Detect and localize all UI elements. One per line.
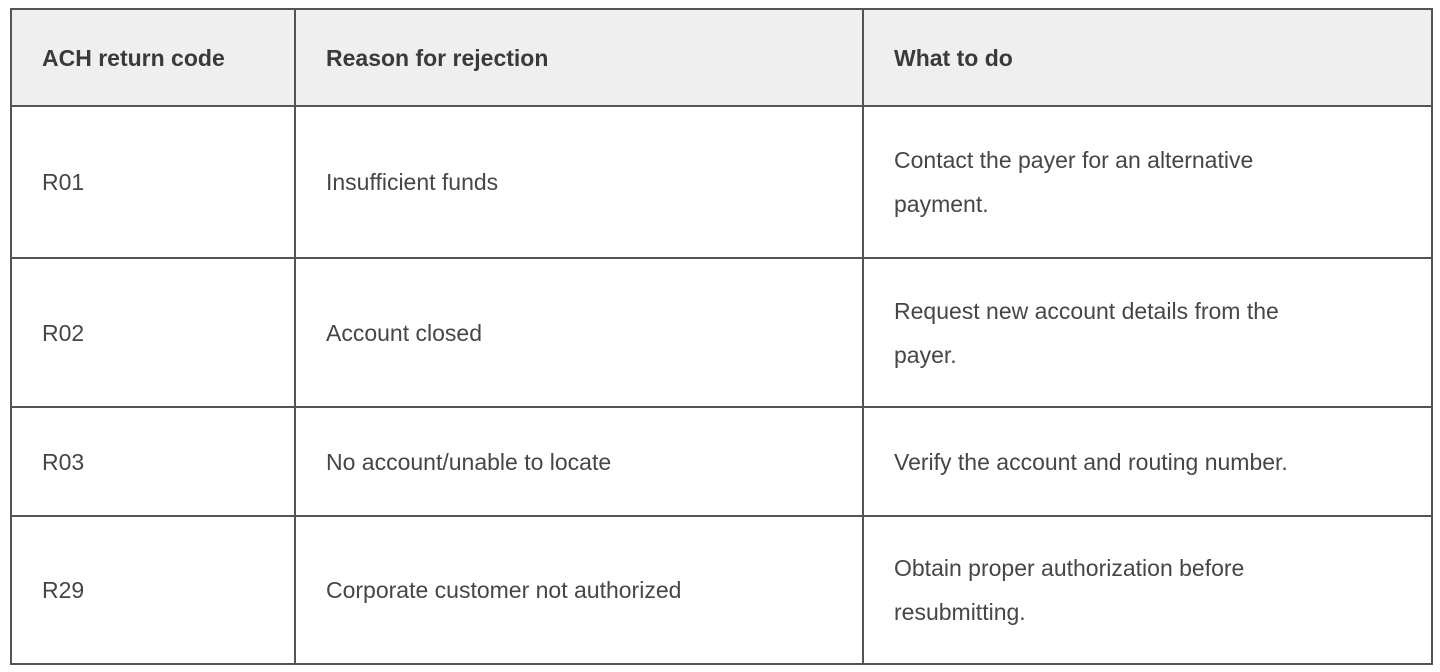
table-row: R02 Account closed Request new account d… [10,257,1433,408]
cell-action-text: Obtain proper authorization before resub… [894,555,1245,625]
cell-code: R03 [10,406,296,517]
cell-reason: Insufficient funds [294,105,864,259]
cell-action: Obtain proper authorization before resub… [862,515,1433,665]
ach-return-codes-table: ACH return code Reason for rejection Wha… [10,8,1433,665]
cell-action: Verify the account and routing number. [862,406,1433,517]
table-header-row: ACH return code Reason for rejection Wha… [10,8,1433,107]
cell-reason: No account/unable to locate [294,406,864,517]
cell-code: R02 [10,257,296,408]
table-row: R01 Insufficient funds Contact the payer… [10,105,1433,259]
cell-reason: Account closed [294,257,864,408]
cell-action: Contact the payer for an alternative pay… [862,105,1433,259]
table-row: R29 Corporate customer not authorized Ob… [10,515,1433,665]
cell-action-text: Verify the account and routing number. [894,448,1288,475]
column-header-return-code: ACH return code [10,8,296,107]
table-row: R03 No account/unable to locate Verify t… [10,406,1433,517]
cell-reason: Corporate customer not authorized [294,515,864,665]
column-header-reason: Reason for rejection [294,8,864,107]
cell-action-text: Contact the payer for an alternative pay… [894,147,1254,217]
cell-code: R01 [10,105,296,259]
cell-code: R29 [10,515,296,665]
cell-action-text: Request new account details from the pay… [894,297,1279,368]
cell-action: Request new account details from the pay… [862,257,1433,408]
column-header-what-to-do: What to do [862,8,1433,107]
